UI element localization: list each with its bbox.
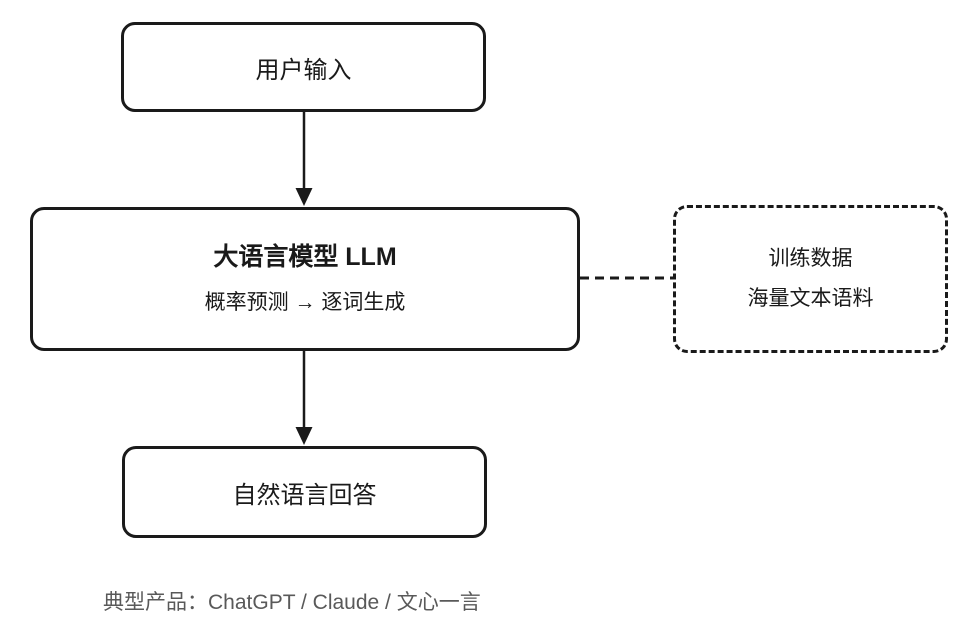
node-answer-label: 自然语言回答 — [232, 481, 377, 509]
node-training-data-line2: 海量文本语料 — [747, 287, 874, 310]
node-llm-title: 大语言模型 LLM — [213, 243, 397, 271]
node-training-data-line1: 训练数据 — [768, 247, 853, 270]
node-training-data: 训练数据 海量文本语料 — [673, 205, 948, 353]
arrowhead-down-icon — [295, 427, 313, 445]
node-user-input-label: 用户输入 — [255, 56, 352, 84]
node-answer: 自然语言回答 — [122, 446, 487, 538]
node-llm: 大语言模型 LLM 概率预测 → 逐词生成 — [30, 207, 580, 351]
typical-products-caption: 典型产品：ChatGPT / Claude / 文心一言 — [103, 591, 481, 614]
arrow-input-to-llm — [295, 112, 313, 206]
arrow-llm-to-answer — [295, 351, 313, 445]
arrowhead-down-icon — [295, 188, 313, 206]
node-llm-subtitle: 概率预测 → 逐词生成 — [204, 291, 406, 314]
node-user-input: 用户输入 — [121, 22, 486, 112]
